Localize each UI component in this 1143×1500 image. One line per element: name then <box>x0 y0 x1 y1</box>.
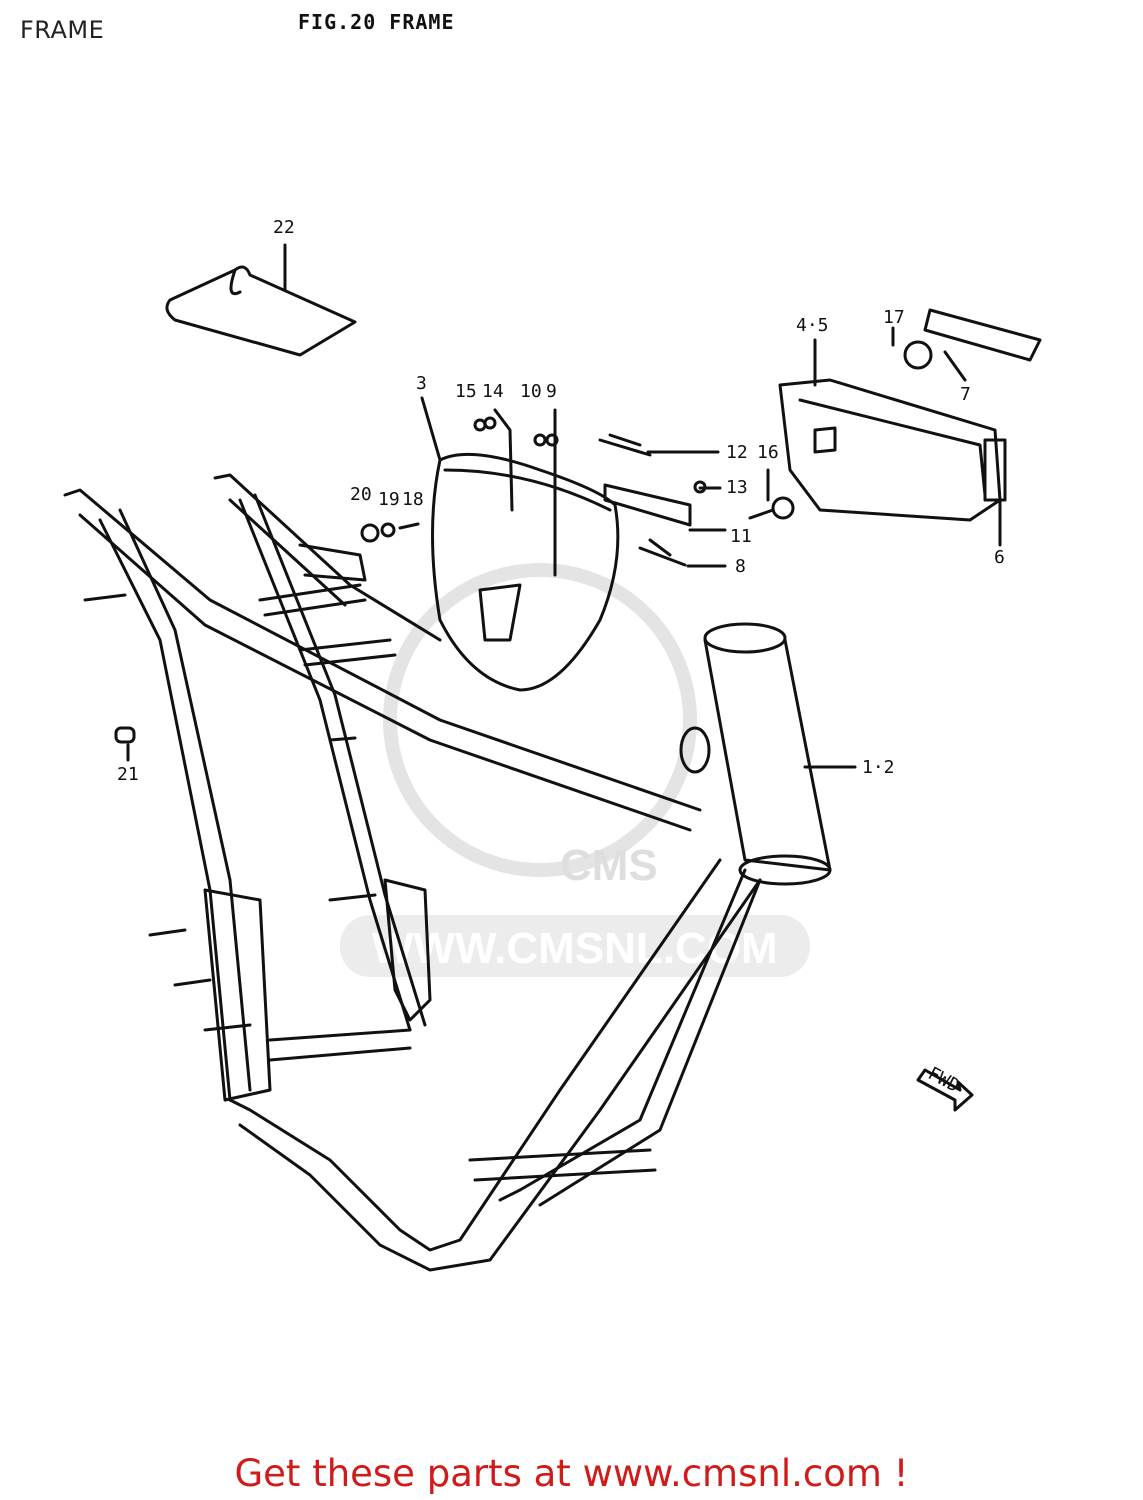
part-21-damper <box>114 726 136 744</box>
callout-17: 17 <box>883 307 905 328</box>
callout-6: 6 <box>994 547 1005 568</box>
part-17-grommet <box>903 340 933 370</box>
part-16-bolt <box>771 496 795 520</box>
frame-parts-diagram: CMS WWW.CMSNL.COM <box>63 217 1042 1272</box>
footer-link-banner[interactable]: Get these parts at www.cmsnl.com ! <box>0 1452 1143 1495</box>
part-20-nut <box>360 523 380 543</box>
callout-18: 18 <box>402 489 424 510</box>
callout-19: 19 <box>378 489 400 510</box>
callout-16: 16 <box>757 442 779 463</box>
figure-title: FIG.20 FRAME <box>298 10 455 34</box>
callout-15: 15 <box>455 381 477 402</box>
part-45-side-cover <box>778 378 1002 522</box>
part-19-washer <box>380 522 396 538</box>
watermark-url: WWW.CMSNL.COM <box>372 924 778 973</box>
part-18-bolt <box>398 522 420 530</box>
part-22-toolbag <box>165 265 357 357</box>
callout-3: 3 <box>416 373 427 394</box>
part-7-emblem <box>923 308 1042 362</box>
part-3-fairing <box>431 452 620 692</box>
footer-link[interactable]: Get these parts at www.cmsnl.com ! <box>234 1452 909 1495</box>
watermark: CMS WWW.CMSNL.COM <box>340 563 810 977</box>
callout-1-2: 1·2 <box>862 757 895 778</box>
callout-10: 10 <box>520 381 542 402</box>
fwd-arrow-icon <box>916 1068 974 1112</box>
part-12-main-frame <box>63 473 832 1272</box>
callout-12: 12 <box>726 442 748 463</box>
callout-13: 13 <box>726 477 748 498</box>
callout-4-5: 4·5 <box>796 315 829 336</box>
callout-22: 22 <box>273 217 295 238</box>
callout-21: 21 <box>117 764 139 785</box>
part-12-stud <box>598 433 652 457</box>
part-11-bracket <box>603 483 692 527</box>
callout-8: 8 <box>735 556 746 577</box>
callout-14: 14 <box>482 381 504 402</box>
callout-11: 11 <box>730 526 752 547</box>
fwd-label: FWD <box>924 1063 963 1097</box>
watermark-logo: CMS <box>560 841 658 890</box>
page-title: FRAME <box>20 16 105 44</box>
callout-7: 7 <box>960 384 971 405</box>
callout-9: 9 <box>546 381 557 402</box>
callout-20: 20 <box>350 484 372 505</box>
part-8-clip <box>638 538 687 567</box>
